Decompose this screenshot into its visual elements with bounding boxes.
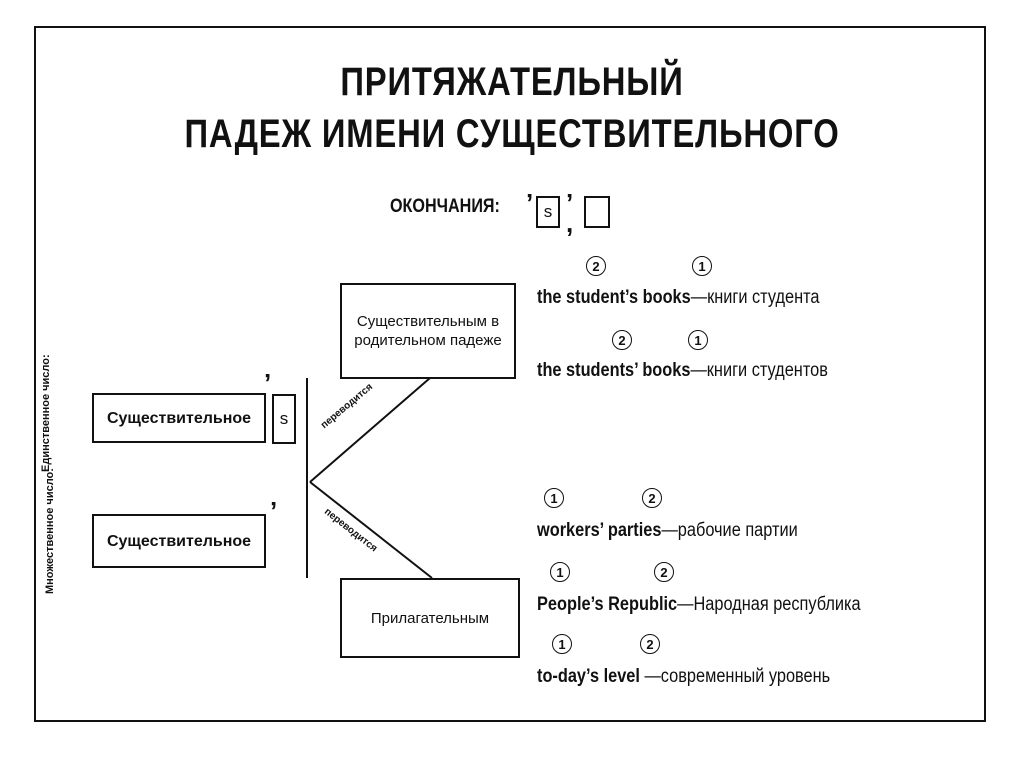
noun-singular-box: Существительное (92, 393, 266, 443)
example-3-russian: —рабочие партии (661, 520, 798, 541)
example-2-english: the students’ books (537, 360, 691, 381)
example-5-english: to-day’s level (537, 666, 640, 687)
example-4: People’s Republic—Народная республика (537, 594, 861, 616)
noun-plural-box: Существительное (92, 514, 266, 568)
example-3: workers’ parties—рабочие партии (537, 520, 798, 542)
ex2-order-2: 1 (688, 330, 708, 350)
ex1-order-2: 1 (692, 256, 712, 276)
adjective-box: Прилагательным (340, 578, 520, 658)
endings-empty-box (584, 196, 610, 228)
endings-comma: , (566, 208, 574, 238)
example-3-english: workers’ parties (537, 520, 662, 541)
endings-apostrophe-2: ’ (566, 188, 574, 218)
title-line-1: ПРИТЯЖАТЕЛЬНЫЙ (340, 60, 684, 104)
singular-s-box: s (272, 394, 296, 444)
ex3-order-2: 2 (642, 488, 662, 508)
example-4-russian: —Народная республика (677, 594, 861, 615)
example-4-english: People’s Republic (537, 594, 678, 615)
example-2-russian: —книги студентов (690, 360, 828, 381)
ex2-order-1: 2 (612, 330, 632, 350)
title-line-2: ПАДЕЖ ИМЕНИ СУЩЕСТВИТЕЛЬНОГО (184, 112, 840, 156)
divider-line (306, 378, 308, 578)
genitive-noun-box: Существительным в родительном падеже (340, 283, 516, 379)
endings-label: ОКОНЧАНИЯ: (390, 196, 500, 217)
ex5-order-1: 1 (552, 634, 572, 654)
example-5-russian: —современный уровень (639, 666, 831, 687)
ex3-order-1: 1 (544, 488, 564, 508)
endings-apostrophe-1: ’ (526, 188, 534, 218)
example-1: the student’s books—книги студента (537, 287, 820, 309)
ex1-order-1: 2 (586, 256, 606, 276)
singular-apostrophe: ’ (264, 368, 272, 398)
ex4-order-1: 1 (550, 562, 570, 582)
plural-number-label: Множественное число: (44, 468, 56, 594)
ex4-order-2: 2 (654, 562, 674, 582)
example-5: to-day’s level —современный уровень (537, 666, 830, 688)
example-2: the students’ books—книги студентов (537, 360, 828, 382)
diagram-frame (34, 26, 986, 722)
example-1-english: the student’s books (537, 287, 691, 308)
line-to-adjective (309, 481, 433, 579)
singular-number-label: Единственное число: (40, 354, 52, 472)
example-1-russian: —книги студента (690, 287, 820, 308)
endings-s-box: s (536, 196, 560, 228)
plural-apostrophe: ’ (270, 496, 278, 526)
ex5-order-2: 2 (640, 634, 660, 654)
line-to-genitive (309, 377, 431, 483)
